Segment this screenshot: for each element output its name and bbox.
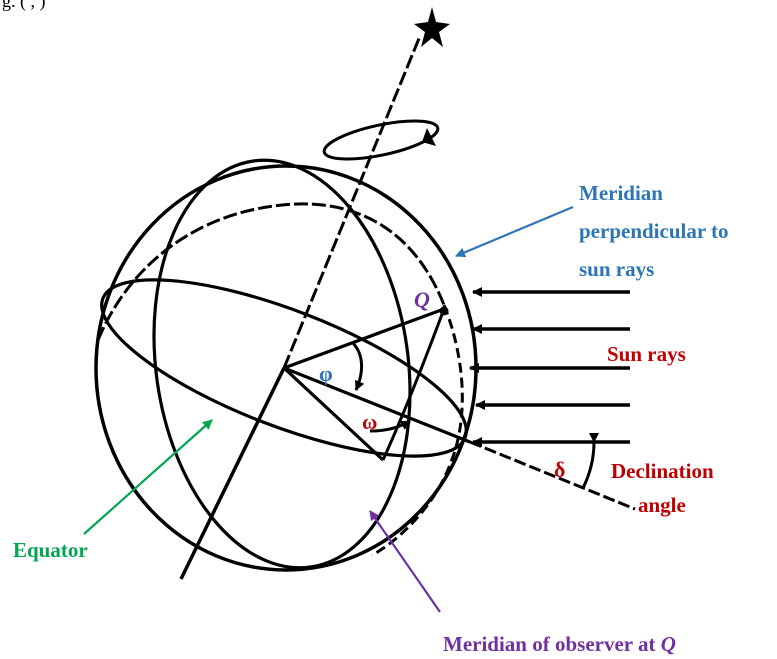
line-to-equator-point	[282, 366, 385, 462]
phi-angle-arc	[350, 340, 365, 391]
polar-axis-lower	[179, 367, 286, 580]
observer-meridian-ellipse	[152, 158, 412, 570]
observer-meridian-label-text: Meridian of observer at	[443, 632, 661, 656]
partial-caption-text: g. ( , )	[2, 0, 46, 11]
declination-label-1: Declination	[611, 459, 714, 483]
omega-label: ω	[362, 410, 377, 434]
omega-angle-arc	[369, 419, 411, 433]
back-hemisphere-arc	[96, 202, 446, 341]
equator-pointer	[83, 419, 213, 535]
line-to-sun-axis	[283, 366, 471, 444]
sun-rays-label: Sun rays	[607, 342, 686, 366]
observer-meridian-label-q: Q	[661, 632, 676, 656]
meridian-perpendicular-label-3: sun rays	[579, 257, 654, 281]
line-to-q	[283, 307, 445, 370]
q-point-dot	[439, 306, 449, 316]
declination-label-2: angle	[638, 493, 686, 517]
meridian-segment	[381, 308, 446, 461]
rotation-arrow-icon	[422, 128, 436, 146]
pole-star-icon	[414, 7, 450, 47]
meridian-perpendicular-label-1: Meridian	[579, 181, 663, 205]
polar-axis-upper	[282, 35, 422, 369]
meridian-perpendicular-label-2: perpendicular to	[579, 219, 729, 243]
rotation-ellipse	[322, 119, 440, 161]
meridian-perpendicular-arc	[371, 304, 464, 557]
equator-label: Equator	[13, 538, 88, 562]
meridian-perpendicular-pointer	[455, 205, 574, 258]
phi-label: φ	[319, 361, 333, 386]
observer-meridian-pointer	[369, 510, 441, 613]
q-point-label: Q	[414, 287, 430, 312]
observer-meridian-label: Meridian of observer at Q	[443, 632, 676, 656]
delta-label: δ	[554, 457, 565, 482]
equatorial-plane-extension	[469, 440, 636, 511]
delta-angle-arc	[581, 432, 600, 489]
